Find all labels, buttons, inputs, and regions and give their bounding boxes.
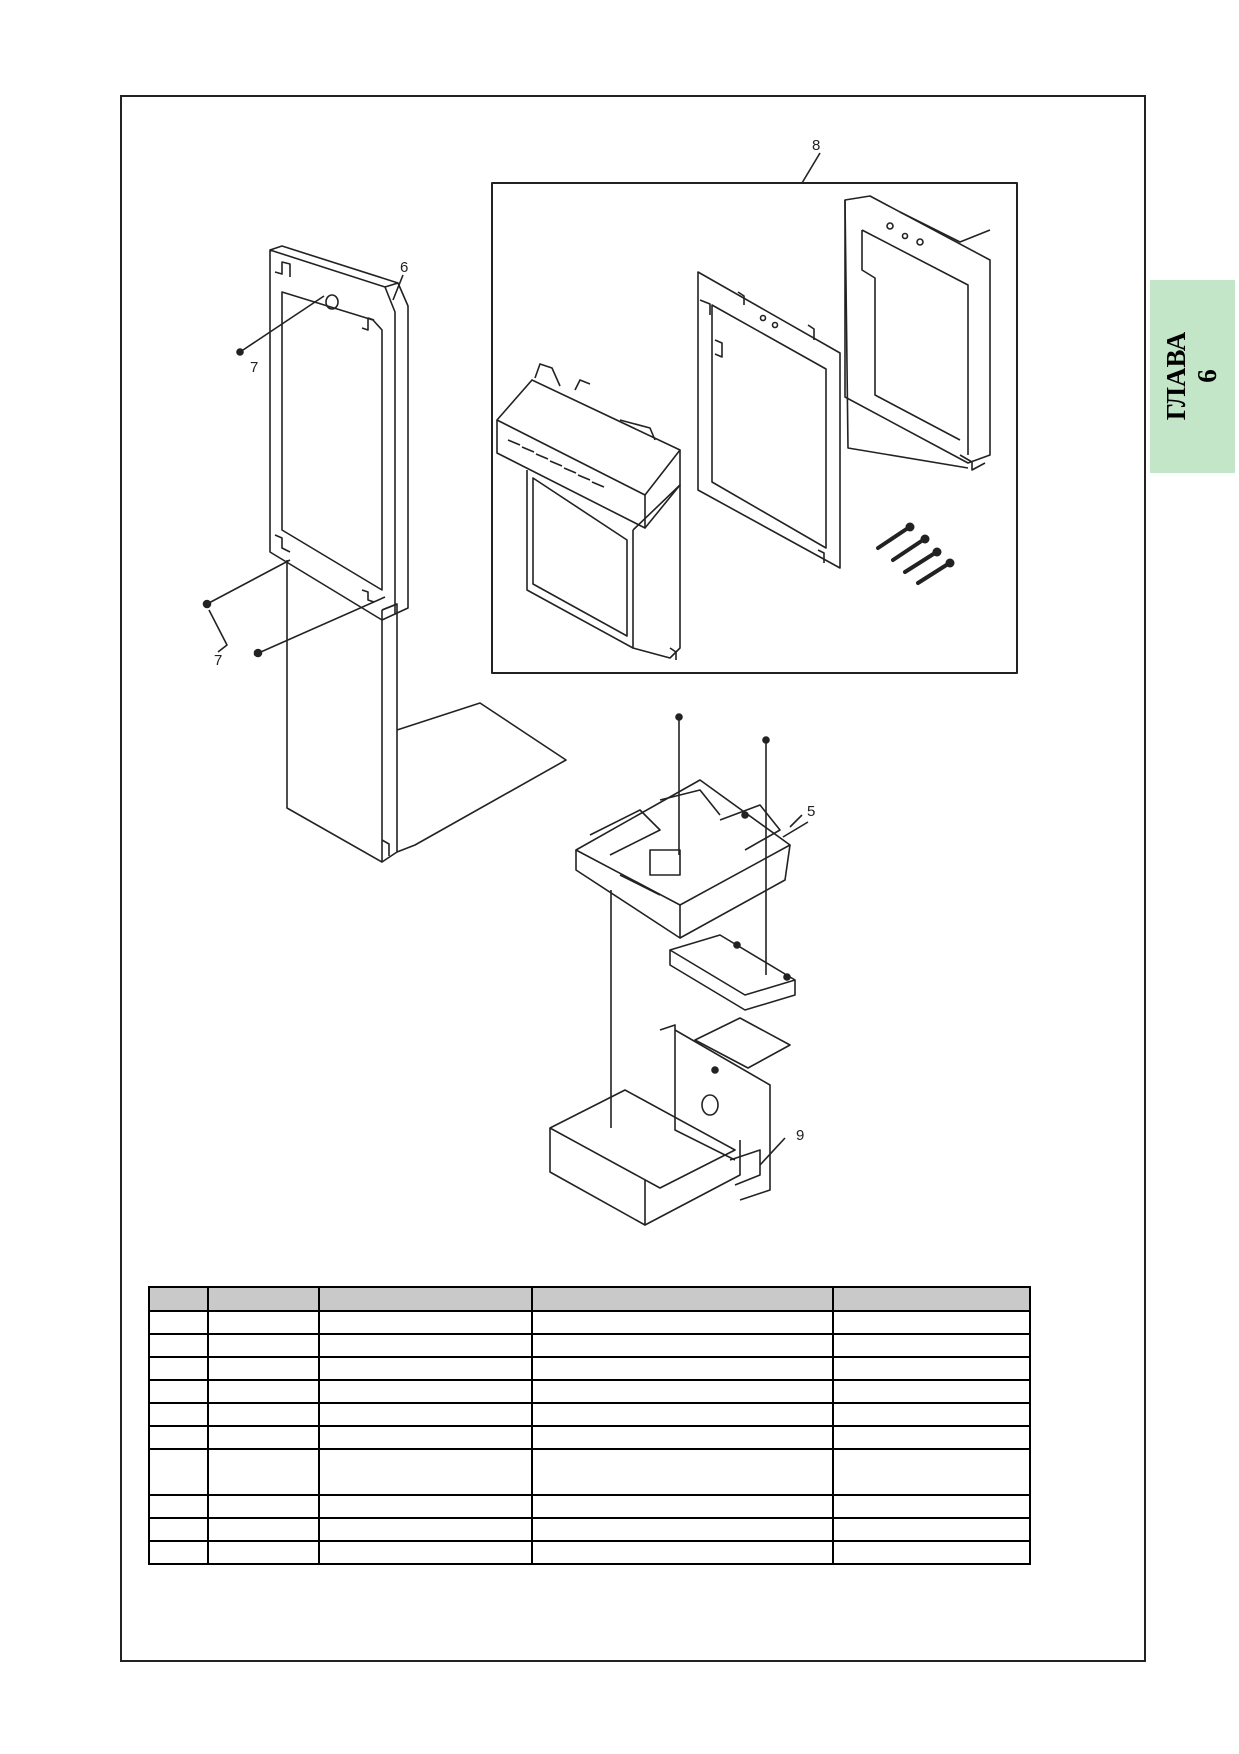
table-cell: [832, 1379, 1031, 1404]
screws-part-7: [202, 295, 386, 658]
table-cell: [531, 1448, 834, 1496]
table-cell: [207, 1448, 320, 1496]
table-row: [148, 1448, 1031, 1496]
chapter-tab: [1150, 280, 1235, 473]
bolts: [876, 522, 955, 585]
front-panel-part-6: [269, 245, 567, 863]
leader-line-8: [801, 152, 821, 184]
control-module: [496, 363, 681, 660]
table-row: [148, 1425, 1031, 1450]
callout-7-top: 7: [250, 359, 258, 376]
table-row: [148, 1494, 1031, 1519]
table-cell: [531, 1310, 834, 1335]
leader-line-6: [392, 274, 404, 301]
callout-7-bottom: 7: [214, 652, 222, 669]
table-cell: [531, 1379, 834, 1404]
table-cell: [318, 1333, 533, 1358]
table-cell: [832, 1333, 1031, 1358]
table-cell: [318, 1356, 533, 1381]
table-cell: [318, 1448, 533, 1496]
header-cell: [148, 1286, 209, 1312]
table-cell: [318, 1517, 533, 1542]
table-row: [148, 1310, 1031, 1335]
callout-5: 5: [807, 803, 815, 820]
table-cell: [207, 1494, 320, 1519]
table-cell: [832, 1402, 1031, 1427]
callout-6: 6: [400, 259, 408, 276]
table-cell: [207, 1425, 320, 1450]
table-cell: [148, 1517, 209, 1542]
table-cell: [832, 1517, 1031, 1542]
table-header-row: [148, 1286, 1031, 1312]
base-part-9: [549, 890, 791, 1226]
table-cell: [318, 1402, 533, 1427]
table-row: [148, 1379, 1031, 1404]
table-cell: [318, 1494, 533, 1519]
leader-line-5: [789, 814, 803, 828]
table-row: [148, 1402, 1031, 1427]
table-cell: [148, 1402, 209, 1427]
table-cell: [318, 1540, 533, 1565]
table-cell: [148, 1494, 209, 1519]
header-cell: [318, 1286, 533, 1312]
parts-table: [148, 1286, 1031, 1565]
table-cell: [531, 1540, 834, 1565]
mounting-frame: [697, 271, 841, 569]
table-row: [148, 1517, 1031, 1542]
table-cell: [531, 1494, 834, 1519]
table-cell: [148, 1379, 209, 1404]
table-cell: [832, 1448, 1031, 1496]
table-cell: [148, 1448, 209, 1496]
table-cell: [318, 1379, 533, 1404]
page-frame: [120, 95, 1146, 1662]
mechanism-part-5: [575, 713, 809, 975]
kit-box-part-8: [491, 182, 1018, 674]
table-cell: [531, 1425, 834, 1450]
table-cell: [148, 1356, 209, 1381]
table-cell: [207, 1540, 320, 1565]
table-cell: [148, 1333, 209, 1358]
table-cell: [832, 1494, 1031, 1519]
table-cell: [207, 1333, 320, 1358]
bracket: [669, 934, 796, 1011]
table-cell: [832, 1425, 1031, 1450]
header-cell: [832, 1286, 1031, 1312]
table-cell: [207, 1356, 320, 1381]
rear-housing: [844, 195, 991, 471]
table-cell: [832, 1310, 1031, 1335]
header-cell: [531, 1286, 834, 1312]
callout-8: 8: [812, 137, 820, 154]
table-row: [148, 1540, 1031, 1565]
table-cell: [207, 1379, 320, 1404]
table-cell: [148, 1540, 209, 1565]
table-cell: [318, 1310, 533, 1335]
table-cell: [531, 1517, 834, 1542]
table-cell: [148, 1310, 209, 1335]
table-cell: [318, 1425, 533, 1450]
table-row: [148, 1356, 1031, 1381]
table-cell: [207, 1402, 320, 1427]
table-cell: [207, 1310, 320, 1335]
header-cell: [207, 1286, 320, 1312]
table-cell: [531, 1333, 834, 1358]
table-cell: [531, 1402, 834, 1427]
table-row: [148, 1333, 1031, 1358]
table-cell: [207, 1517, 320, 1542]
table-cell: [832, 1356, 1031, 1381]
callout-9: 9: [796, 1127, 804, 1144]
table-cell: [832, 1540, 1031, 1565]
table-cell: [148, 1425, 209, 1450]
table-cell: [531, 1356, 834, 1381]
